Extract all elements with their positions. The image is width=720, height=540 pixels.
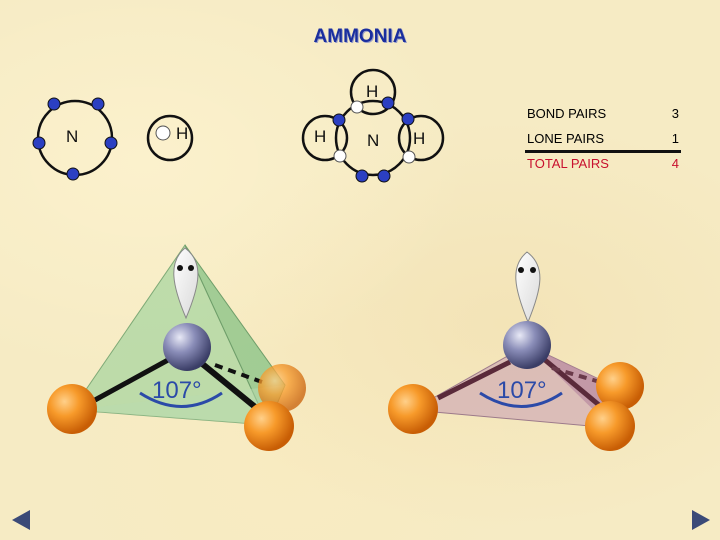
angle-label-right: 107°	[497, 377, 547, 404]
bond-pairs-label: BOND PAIRS	[527, 106, 607, 121]
label-n-single: N	[66, 127, 79, 146]
page-title: AMMONIA	[313, 26, 407, 47]
nitrogen-atom-diagram	[32, 97, 118, 181]
electron	[91, 97, 105, 111]
total-pairs-value: 4	[671, 156, 679, 171]
previous-slide-icon[interactable]	[12, 510, 30, 530]
lone-pairs-label: LONE PAIRS	[527, 131, 605, 146]
table-divider	[525, 150, 681, 153]
label-h-single: H	[176, 124, 189, 143]
lone-pairs-value: 1	[671, 131, 679, 146]
label-h-left: H	[314, 127, 327, 146]
h-right-shell	[397, 114, 445, 162]
ammonia-3d-model-right	[388, 251, 644, 451]
ammonia-lewis-diagram	[301, 68, 445, 183]
h-left-shell	[301, 114, 349, 162]
angle-label-left: 107°	[152, 377, 202, 404]
lone-pair-lobe	[515, 251, 541, 324]
label-h-right: H	[413, 129, 426, 148]
label-h-top: H	[366, 82, 379, 101]
electron	[32, 136, 46, 150]
next-slide-icon[interactable]	[692, 510, 710, 530]
bond-pairs-value: 3	[671, 106, 679, 121]
electron	[66, 167, 80, 181]
hydrogen-shell	[169, 114, 194, 162]
total-pairs-label: TOTAL PAIRS	[527, 156, 609, 171]
ammonia-3d-model-left	[47, 243, 306, 451]
electron-h	[155, 125, 171, 141]
electron	[104, 136, 118, 150]
n-shell	[334, 99, 412, 177]
hydrogen-atom-diagram	[146, 114, 194, 162]
label-n-molecule: N	[367, 131, 380, 150]
electron	[47, 97, 61, 111]
h-top-shell	[349, 68, 397, 116]
